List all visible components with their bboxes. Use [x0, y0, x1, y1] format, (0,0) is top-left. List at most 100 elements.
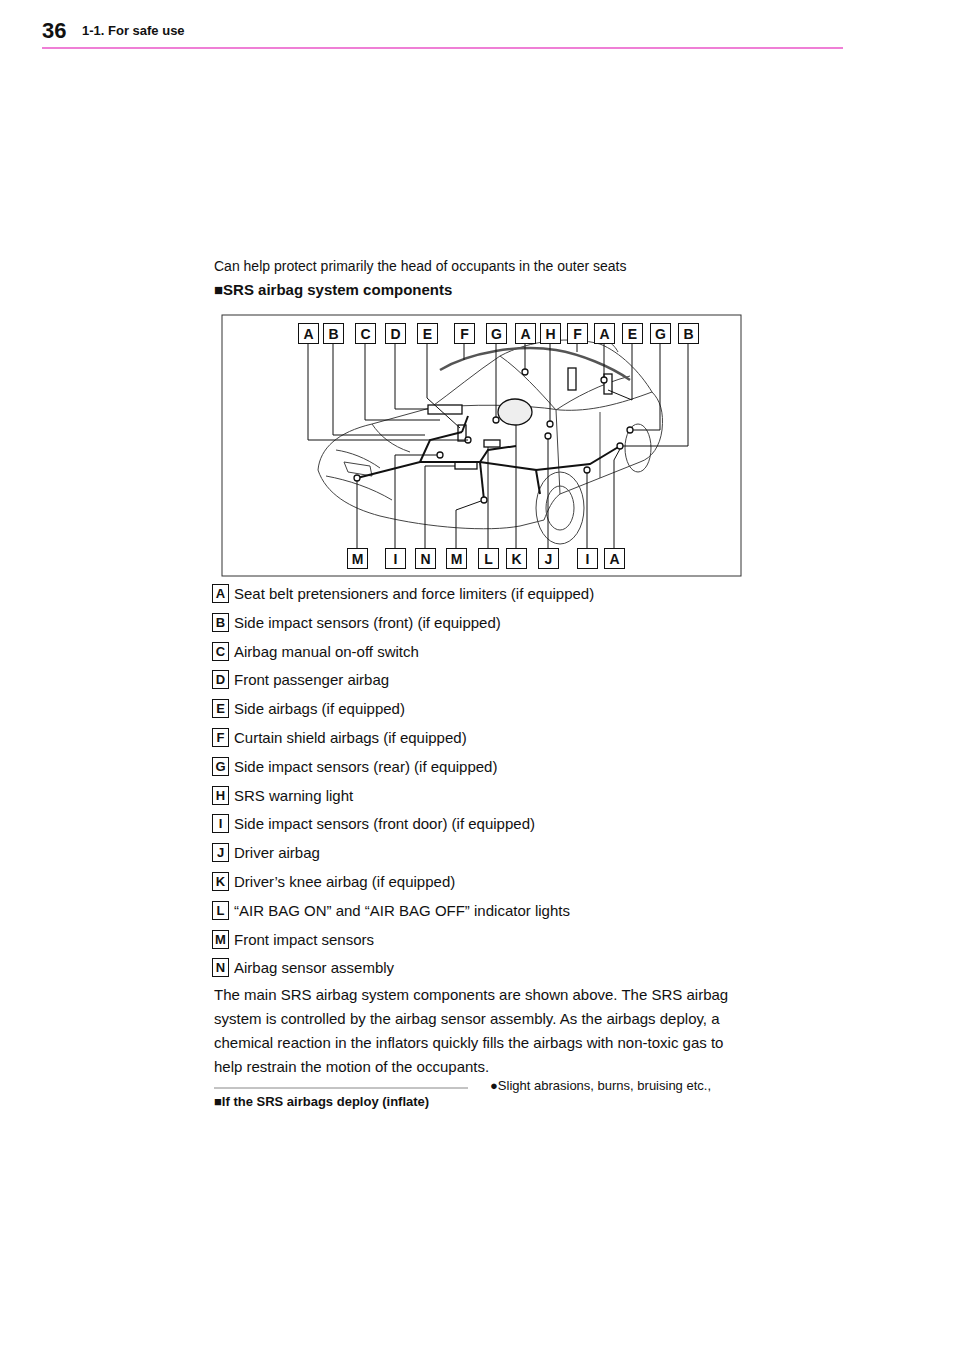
callout-text: B — [683, 327, 693, 341]
item-letter: C — [212, 642, 229, 661]
item-letter: L — [212, 901, 229, 920]
sensor-dots-part — [584, 467, 590, 473]
car-outline-part — [556, 410, 560, 494]
car-outline-part — [344, 462, 372, 476]
page-number: 36 — [42, 18, 66, 44]
callout-text: G — [491, 327, 502, 341]
legend-item: ASeat belt pretensioners and force limit… — [212, 584, 594, 603]
leader-lines-part — [464, 344, 465, 360]
leader-lines-part — [608, 344, 632, 400]
sensor-dots-part — [601, 377, 607, 383]
legend-item: KDriver’s knee airbag (if equipped) — [212, 872, 455, 891]
callout-letter: A — [298, 323, 319, 344]
item-letter: D — [212, 670, 229, 689]
callout-text: L — [484, 552, 493, 566]
callout-letter: B — [678, 323, 699, 344]
leader-lines-part — [395, 455, 437, 548]
item-description: Front passenger airbag — [234, 671, 389, 688]
footer-rule — [214, 1088, 468, 1089]
callout-letter: I — [577, 548, 598, 569]
section-heading: ■SRS airbag system components — [214, 281, 452, 298]
leader-lines-part — [488, 447, 489, 548]
item-letter: A — [212, 584, 229, 603]
leader-lines-part — [333, 344, 425, 435]
wire-harness-part — [480, 462, 484, 500]
sensor-dots-part — [522, 369, 528, 375]
sensor-dots-part — [437, 452, 443, 458]
wire-harness-part — [357, 462, 540, 494]
item-letter: F — [212, 728, 229, 747]
callout-text: N — [420, 552, 430, 566]
callout-text: I — [586, 552, 590, 566]
item-letter: N — [212, 958, 229, 977]
leader-lines-part — [395, 344, 428, 409]
body-paragraph: The main SRS airbag system components ar… — [214, 983, 754, 1079]
leader-lines-part — [357, 481, 358, 548]
leader-lines-part — [308, 344, 468, 440]
leader-lines — [308, 344, 688, 548]
leader-lines-part — [623, 344, 688, 446]
car-outline-part — [326, 476, 392, 500]
car-outline-part — [546, 486, 574, 530]
sensor-dots — [354, 369, 633, 503]
item-description: Side impact sensors (rear) (if equipped) — [234, 758, 497, 775]
leader-lines-part — [604, 344, 605, 377]
item-description: Front impact sensors — [234, 931, 374, 948]
diagram-frame — [222, 315, 741, 576]
callout-letter: F — [454, 323, 475, 344]
callout-letter: M — [347, 548, 368, 569]
item-description: Curtain shield airbags (if equipped) — [234, 729, 467, 746]
leader-lines-part — [456, 501, 481, 548]
item-letter: E — [212, 699, 229, 718]
callout-letter: N — [415, 548, 436, 569]
airbag-modules-part — [428, 405, 462, 414]
car-outline-part — [336, 450, 380, 468]
leader-lines-part — [496, 344, 497, 417]
leader-lines-part — [614, 449, 620, 548]
car-outline — [318, 339, 663, 544]
callout-text: F — [460, 327, 469, 341]
callout-letter: K — [506, 548, 527, 569]
wire-harness-part — [462, 416, 468, 432]
leader-lines-part — [425, 466, 455, 548]
airbag-modules-part — [440, 348, 630, 380]
legend-item: E Side airbags (if equipped) — [212, 699, 405, 718]
leader-lines-part — [427, 344, 460, 428]
callout-letter: M — [446, 548, 467, 569]
legend-item: BSide impact sensors (front) (if equippe… — [212, 613, 501, 632]
airbag-modules-part — [455, 462, 477, 469]
legend-item: F Curtain shield airbags (if equipped) — [212, 728, 467, 747]
callout-text: C — [360, 327, 370, 341]
footer-heading: ■If the SRS airbags deploy (inflate) — [214, 1094, 429, 1109]
callout-text: H — [545, 327, 555, 341]
legend-item: L“AIR BAG ON” and “AIR BAG OFF” indicato… — [212, 901, 570, 920]
car-outline-part — [318, 340, 663, 529]
item-letter: M — [212, 930, 229, 949]
callout-text: J — [545, 552, 553, 566]
callout-letter: F — [567, 323, 588, 344]
leader-lines-part — [525, 344, 526, 369]
footer-note: ●Slight abrasions, burns, bruising etc., — [490, 1078, 711, 1093]
item-description: Airbag manual on-off switch — [234, 643, 419, 660]
leader-lines-part — [550, 344, 551, 421]
intro-text: Can help protect primarily the head of o… — [214, 258, 626, 274]
leader-lines-part — [365, 344, 440, 420]
header-rule — [42, 47, 843, 49]
callout-text: A — [609, 552, 619, 566]
item-description: Driver airbag — [234, 844, 320, 861]
airbag-modules-part — [498, 399, 532, 425]
airbag-modules-part — [568, 368, 576, 390]
item-description: Airbag sensor assembly — [234, 959, 394, 976]
callout-letter: G — [650, 323, 671, 344]
sensor-dots-part — [545, 433, 551, 439]
item-description: Side airbags (if equipped) — [234, 700, 405, 717]
legend-item: ISide impact sensors (front door) (if eq… — [212, 814, 535, 833]
callout-letter: J — [538, 548, 559, 569]
sensor-dots-part — [354, 475, 360, 481]
item-description: Driver’s knee airbag (if equipped) — [234, 873, 455, 890]
item-letter: G — [212, 757, 229, 776]
item-description: Side impact sensors (front door) (if equ… — [234, 815, 535, 832]
callout-text: M — [451, 552, 463, 566]
callout-letter: A — [594, 323, 615, 344]
